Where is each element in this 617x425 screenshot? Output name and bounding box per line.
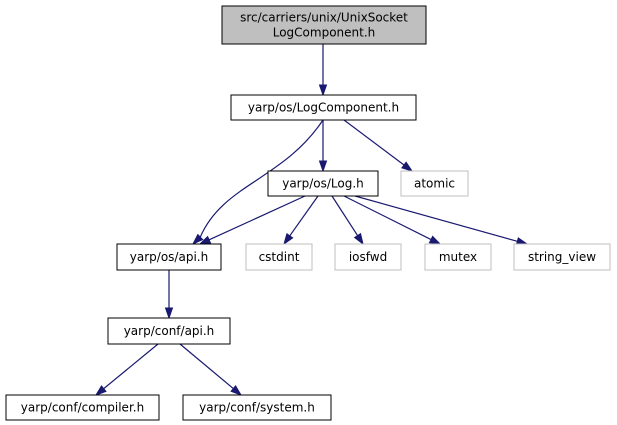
node-logcomponent[interactable]: yarp/os/LogComponent.h [230,94,417,121]
node-mutex: mutex [424,243,492,271]
arrow-head [318,160,328,173]
node-box [245,243,313,271]
node-box [107,317,231,345]
node-compiler[interactable]: yarp/conf/compiler.h [5,394,160,421]
edge-line [208,195,306,241]
node-box [182,394,332,421]
node-box [400,170,469,197]
node-label: yarp/conf/api.h [124,324,215,338]
edge-logcomponent-to-os_api [191,119,324,246]
arrow-head [191,233,204,246]
edge-line [343,119,405,166]
edge-os_api-to-conf_api [164,270,174,320]
node-label: atomic [414,177,455,191]
node-conf_api[interactable]: yarp/conf/api.h [107,317,231,345]
node-iosfwd: iosfwd [334,243,402,271]
edge-line [103,343,159,390]
node-label: mutex [439,250,477,264]
nodes-layer: src/carriers/unix/UnixSocketLogComponent… [5,5,611,421]
arrow-head [353,232,364,246]
node-label: cstdint [259,250,300,264]
node-box [334,243,402,271]
node-box [221,5,427,45]
node-root[interactable]: src/carriers/unix/UnixSocketLogComponent… [221,5,427,45]
node-system[interactable]: yarp/conf/system.h [182,394,332,421]
arrow-head [318,84,328,97]
edge-conf_api-to-system [179,343,243,396]
edge-line [179,343,234,390]
edge-line [199,119,324,238]
edge-line [354,195,518,242]
arrow-head [283,233,294,246]
arrow-head [230,385,243,396]
node-box [230,94,417,121]
edge-logcomponent-to-atomic [343,119,414,172]
edge-line [343,195,432,241]
node-label: yarp/conf/system.h [199,401,315,415]
node-label: string_view [528,250,596,264]
node-box [267,170,379,197]
node-box [5,394,160,421]
edge-line [331,195,359,236]
node-cstdint: cstdint [245,243,313,271]
node-label: src/carriers/unix/UnixSocket [240,11,408,25]
edge-root-to-logcomponent [318,44,328,97]
edge-log-to-string_view [354,195,529,246]
node-box [424,243,492,271]
node-label: yarp/os/Log.h [282,177,364,191]
edges-layer [94,44,529,396]
node-string_view: string_view [513,243,611,271]
node-atomic: atomic [400,170,469,197]
arrow-head [401,161,414,172]
edge-conf_api-to-compiler [94,343,159,396]
node-box [513,243,611,271]
edge-log-to-cstdint [283,195,319,246]
edge-logcomponent-to-log [318,120,328,173]
node-label: LogComponent.h [273,26,376,40]
arrow-head [94,385,107,396]
edge-log-to-iosfwd [331,195,364,246]
arrow-head [164,307,174,320]
node-label: yarp/os/api.h [130,250,208,264]
node-log[interactable]: yarp/os/Log.h [267,170,379,197]
node-label: iosfwd [349,250,387,264]
node-box [116,243,222,271]
node-label: yarp/os/LogComponent.h [248,101,399,115]
node-os_api[interactable]: yarp/os/api.h [116,243,222,271]
edge-log-to-mutex [343,195,442,245]
node-label: yarp/conf/compiler.h [21,401,144,415]
arrow-head [428,235,442,245]
edge-line [289,195,319,237]
